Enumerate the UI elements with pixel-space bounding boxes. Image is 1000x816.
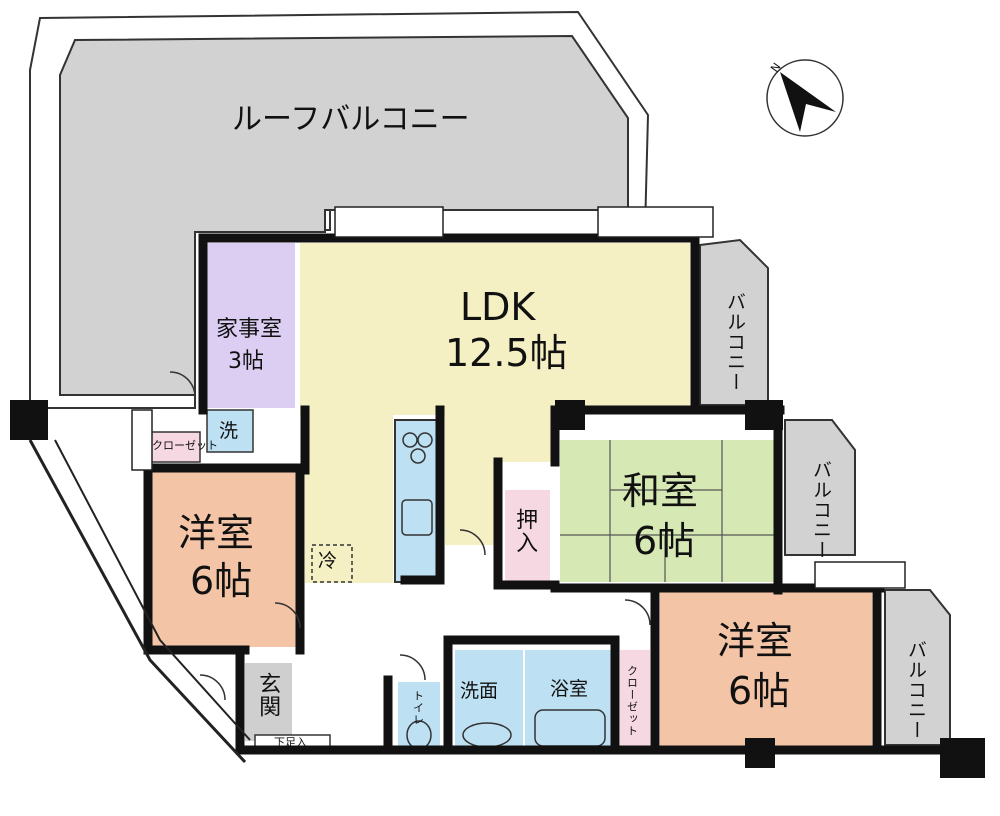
housework-area — [207, 243, 295, 408]
western-right-name: 洋室 — [717, 619, 794, 663]
bathroom-label: 浴室 — [550, 678, 589, 700]
stove-burner — [402, 432, 418, 448]
balcony-top-right-label: バルコニー — [723, 292, 746, 392]
oshiire-label: 押入 — [512, 508, 538, 554]
bathroom-area — [525, 650, 613, 750]
fridge-box — [311, 544, 353, 583]
kitchen-counter — [394, 419, 441, 583]
pillars — [10, 400, 985, 778]
ldk-area — [300, 243, 690, 545]
western-right-area — [660, 592, 872, 750]
balcony-top-right-area — [699, 238, 769, 406]
stove-burner — [417, 432, 433, 448]
walls — [143, 233, 965, 755]
closet-vertical-label: クローゼット — [625, 665, 639, 737]
western-right-size: 6帖 — [728, 669, 791, 713]
ldk-size: 12.5帖 — [445, 331, 568, 375]
closet-vertical-area — [620, 650, 650, 750]
japanese-area — [560, 440, 775, 582]
japanese-size: 6帖 — [633, 519, 696, 563]
western-left-size: 6帖 — [190, 559, 253, 603]
japanese-name: 和室 — [622, 469, 699, 513]
closet-label: クローゼット — [152, 439, 218, 452]
toilet-area — [398, 682, 440, 754]
washroom-label: 洗面 — [460, 680, 499, 702]
washer-box — [206, 409, 254, 453]
housework-name: 家事室 — [216, 317, 283, 342]
balcony-bottom-right-area — [884, 589, 951, 746]
roof-balcony-label: ルーフバルコニー — [232, 102, 470, 137]
balcony-mid-right-label: バルコニー — [809, 460, 832, 560]
washroom-area — [455, 650, 523, 750]
sink — [401, 499, 433, 536]
outer-diagonal-wall-inner — [54, 439, 251, 741]
ldk-name: LDK — [460, 285, 536, 329]
washer-label: 洗 — [219, 420, 239, 442]
western-left-area — [150, 472, 300, 647]
kitchen-floor — [305, 415, 393, 583]
balcony-mid-right-area — [784, 419, 856, 556]
entrance-label: 玄関 — [255, 672, 281, 718]
housework-size: 3帖 — [228, 349, 264, 374]
compass-arrow-icon — [780, 72, 836, 132]
toilet-label: トイレ — [411, 690, 425, 726]
entrance-area — [245, 663, 292, 741]
door-swings — [169, 371, 651, 701]
oshiire-area — [505, 490, 550, 582]
windows — [131, 206, 906, 589]
stove-burner — [410, 448, 426, 464]
outer-diagonal-wall — [28, 439, 247, 764]
balcony-bottom-right-label: バルコニー — [904, 640, 927, 740]
fridge-label: 冷 — [318, 550, 338, 572]
roof-balcony-area — [59, 34, 629, 396]
compass — [766, 59, 844, 137]
shoe-storage-label: 下足入 — [274, 736, 307, 749]
western-left-name: 洋室 — [178, 511, 255, 555]
